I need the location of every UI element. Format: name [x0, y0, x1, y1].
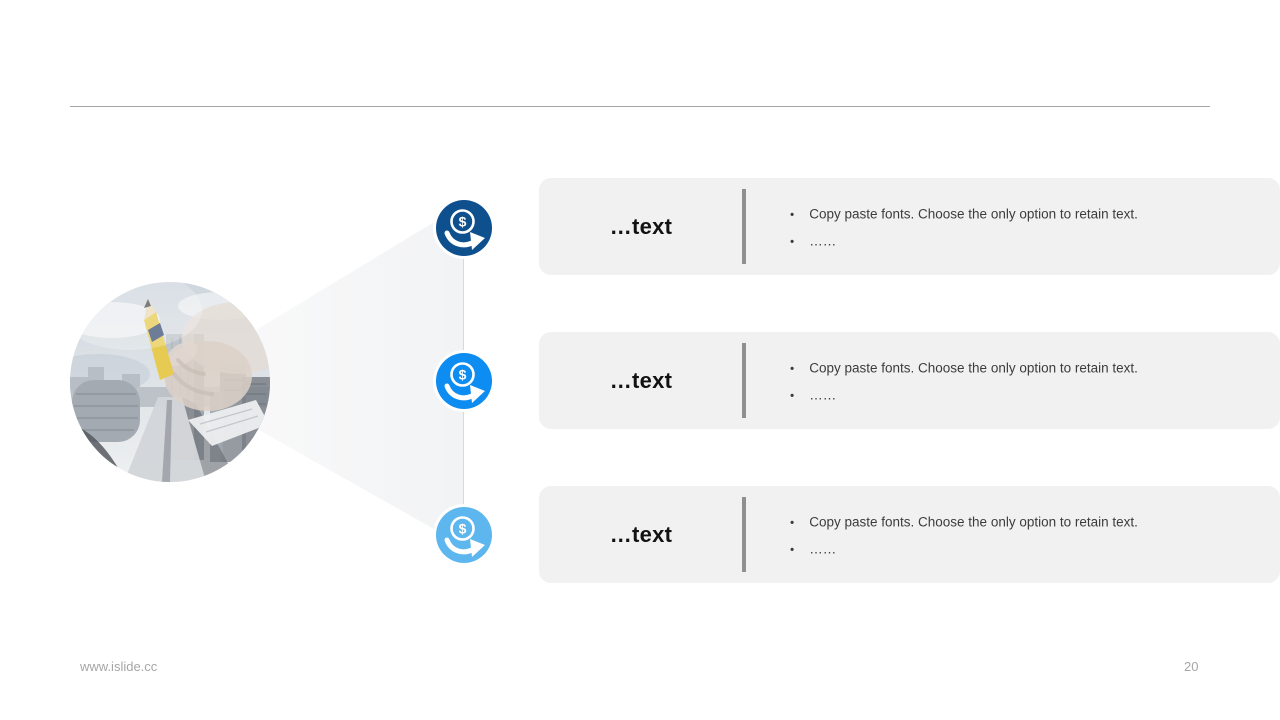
bullet-item: Copy paste fonts. Choose the only option…	[790, 361, 1138, 377]
bullet-item: ……	[790, 542, 1138, 558]
cityscape-hand-art	[70, 282, 270, 482]
item-title: …text	[609, 521, 673, 547]
bullet-item: Copy paste fonts. Choose the only option…	[790, 515, 1138, 531]
header-rule-line	[70, 106, 1210, 107]
bullet-list: Copy paste fonts. Choose the only option…	[790, 207, 1138, 250]
pencil-art	[144, 299, 174, 380]
dollar-glyph: $	[459, 214, 467, 230]
bullet-item: Copy paste fonts. Choose the only option…	[790, 207, 1138, 223]
dollar-glyph: $	[459, 367, 467, 383]
dollar-coin-arrow-icon: $	[436, 353, 492, 409]
money-icon-badge-1: $	[433, 197, 495, 259]
page-number: 20	[1184, 659, 1199, 674]
bullet-item: ……	[790, 388, 1138, 404]
item-title: …text	[609, 213, 673, 239]
bullet-item: ……	[790, 234, 1138, 250]
money-icon-badge-3: $	[433, 504, 495, 566]
money-icon-badge-2: $	[433, 350, 495, 412]
item-title: …text	[609, 367, 673, 393]
title-divider	[742, 497, 746, 572]
title-divider	[742, 343, 746, 418]
dollar-glyph: $	[459, 521, 467, 537]
footer-url: www.islide.cc	[80, 659, 158, 674]
wash-overlay	[70, 282, 270, 482]
item-card-2: …text Copy paste fonts. Choose the only …	[539, 332, 1280, 429]
title-divider	[742, 189, 746, 264]
bullet-list: Copy paste fonts. Choose the only option…	[790, 515, 1138, 558]
item-card-1: …text Copy paste fonts. Choose the only …	[539, 178, 1280, 275]
dollar-coin-arrow-icon: $	[436, 507, 492, 563]
dollar-coin-arrow-icon: $	[436, 200, 492, 256]
hero-image	[70, 282, 270, 482]
bullet-list: Copy paste fonts. Choose the only option…	[790, 361, 1138, 404]
item-card-3: …text Copy paste fonts. Choose the only …	[539, 486, 1280, 583]
